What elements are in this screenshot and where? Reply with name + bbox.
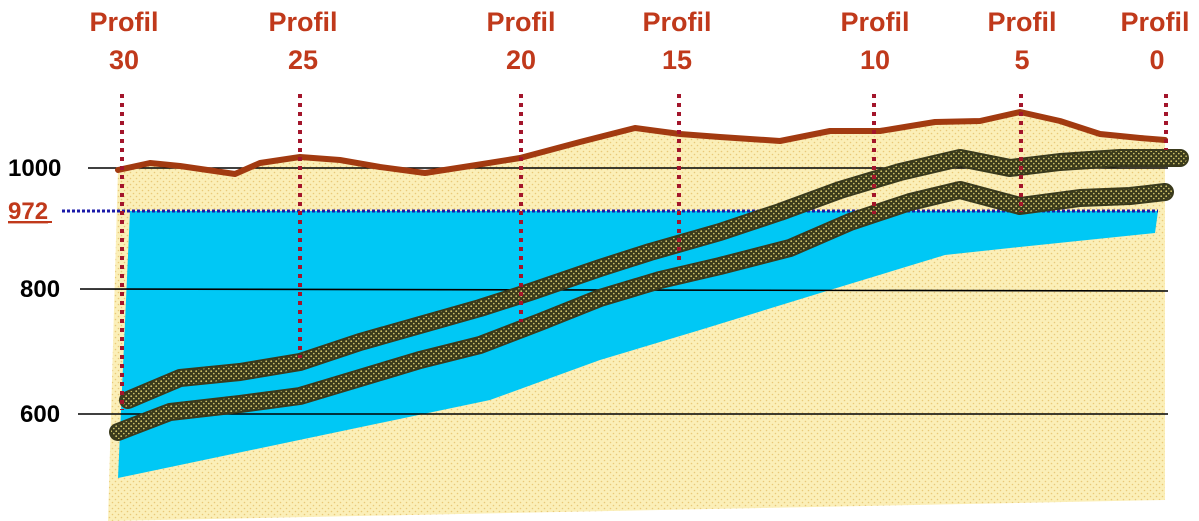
elevation-label-600: 600: [20, 401, 60, 428]
profile-label-20-line1: Profil: [486, 7, 555, 37]
profile-label-15-line1: Profil: [642, 7, 711, 37]
profile-label-5-line1: Profil: [987, 7, 1056, 37]
profile-label-30-line2: 30: [109, 45, 139, 75]
profile-label-10-line1: Profil: [840, 7, 909, 37]
profile-label-20-line2: 20: [506, 45, 536, 75]
profile-label-25-line2: 25: [288, 45, 318, 75]
profile-label-15-line2: 15: [662, 45, 692, 75]
profile-label-30-line1: Profil: [89, 7, 158, 37]
elevation-label-1000: 1000: [8, 155, 61, 182]
groundwater-body: [118, 211, 1158, 478]
profile-label-5-line2: 5: [1014, 45, 1029, 75]
water-level-label: 972: [8, 198, 48, 225]
profile-label-0-line2: 0: [1149, 45, 1164, 75]
profile-label-0-line1: Profil: [1120, 7, 1189, 37]
profile-label-10-line2: 10: [860, 45, 890, 75]
elevation-label-800: 800: [20, 276, 60, 303]
profile-label-25-line1: Profil: [268, 7, 337, 37]
